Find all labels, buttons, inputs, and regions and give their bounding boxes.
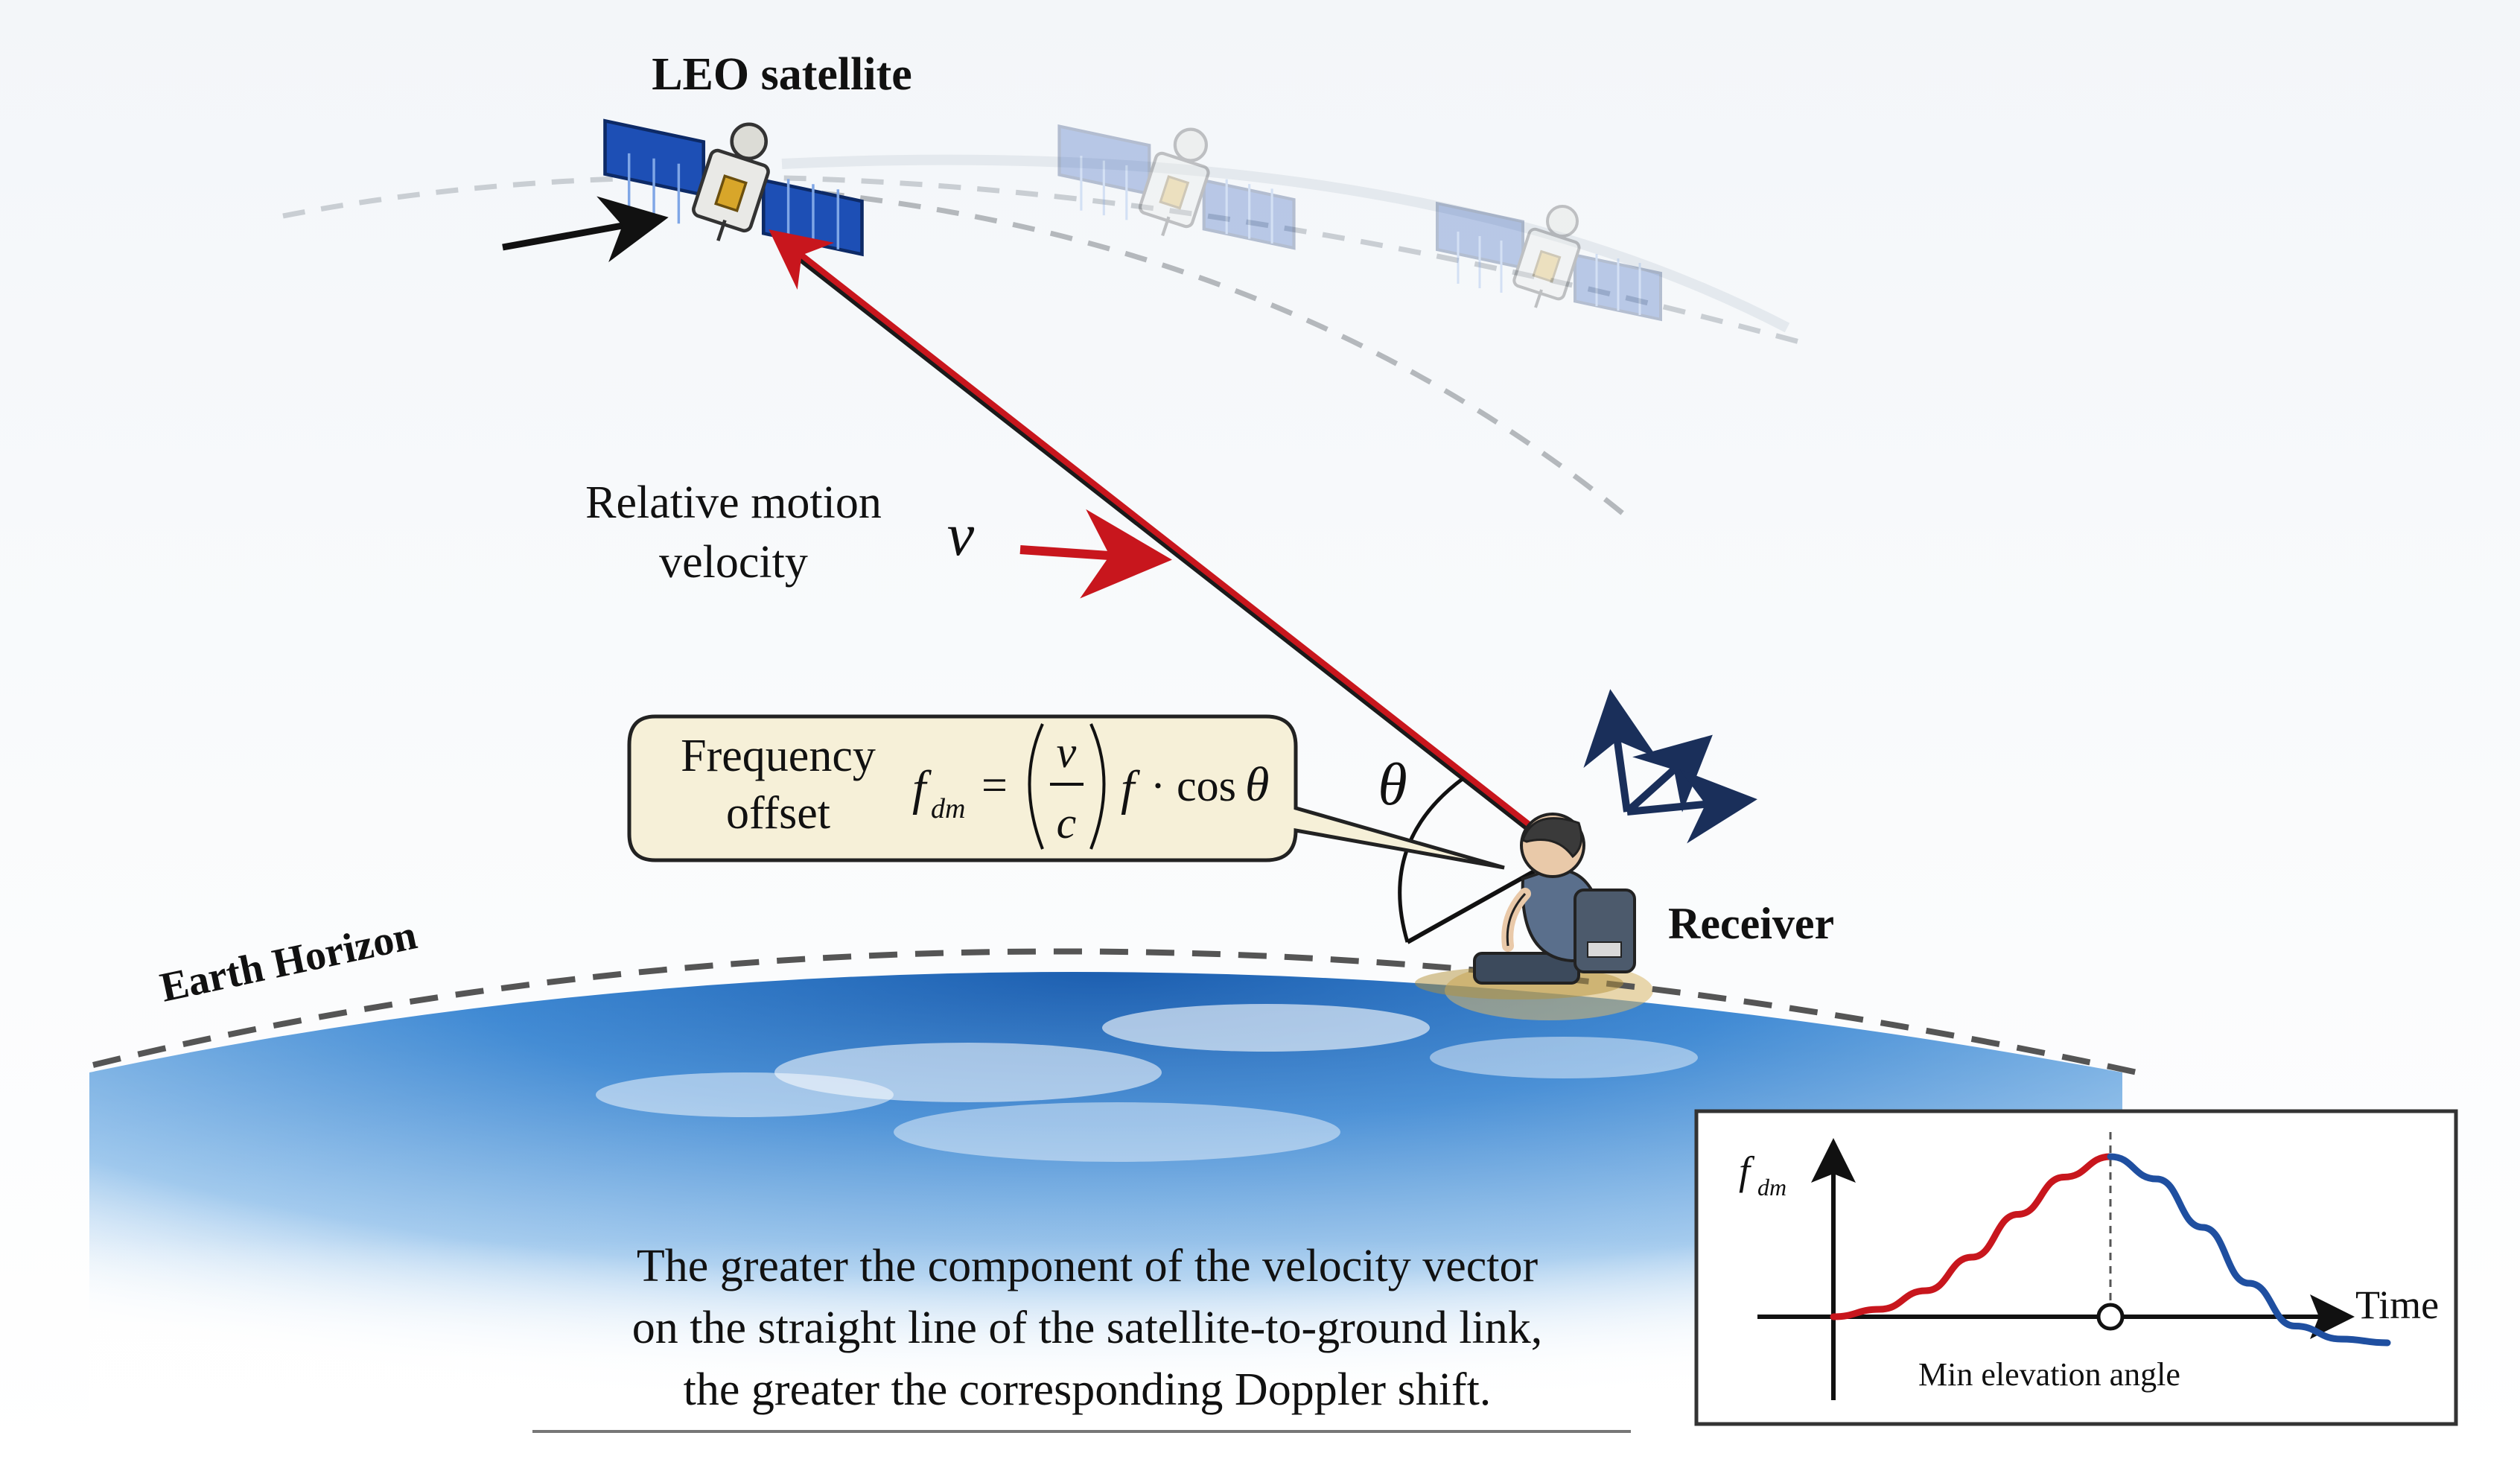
- relative-motion-label-line1: Relative motion: [585, 477, 882, 528]
- formula-equals: =: [981, 760, 1008, 811]
- orbit-arc-inner: [744, 183, 1626, 516]
- caption-line1: The greater the component of the velocit…: [637, 1241, 1539, 1291]
- velocity-arrow: [1019, 509, 1172, 599]
- frequency-offset-label-line2: offset: [726, 788, 830, 839]
- satellite-motion-arrow: [502, 196, 669, 263]
- velocity-symbol: v: [947, 500, 975, 568]
- formula-numerator: v: [1057, 728, 1077, 777]
- chart-x-label: Time: [2355, 1282, 2439, 1327]
- doppler-formula: f dm = v c f · cos θ: [912, 723, 1269, 850]
- relative-motion-label-line2: velocity: [659, 537, 808, 588]
- chart-series-layer: [1830, 1153, 2391, 1347]
- formula-theta: θ: [1245, 757, 1269, 812]
- theta-label: θ: [1378, 752, 1407, 818]
- formula-dot-cos: · cos: [1151, 761, 1236, 810]
- 3d-axes-icon: [1583, 689, 1757, 844]
- earth: [89, 961, 2122, 1459]
- earth-horizon-line: [92, 948, 2138, 1075]
- chart-y-label-sub: dm: [1757, 1174, 1786, 1201]
- formula-right-paren: [1089, 723, 1106, 850]
- formula-left-paren: [1028, 723, 1044, 850]
- formula-denominator: c: [1057, 798, 1077, 848]
- satellite-label: LEO satellite: [652, 49, 912, 100]
- chart-series-2-line: [2107, 1153, 2391, 1347]
- frequency-offset-label-line1: Frequency: [681, 731, 876, 781]
- chart-annotation: Min elevation angle: [1918, 1356, 2180, 1393]
- caption-line3: the greater the corresponding Doppler sh…: [684, 1364, 1492, 1415]
- chart-series-1-line: [1830, 1153, 2114, 1320]
- person-with-antenna-icon: [1415, 813, 1636, 999]
- receiver-label: Receiver: [1668, 899, 1834, 948]
- formula-subscript: dm: [931, 793, 965, 824]
- min-elevation-marker: [2096, 1303, 2125, 1331]
- doppler-curve-chart: f dm Time Min elevation angle: [1694, 1109, 2458, 1426]
- elevation-baseline: [1406, 869, 1536, 944]
- caption-line2: on the straight line of the satellite-to…: [632, 1303, 1543, 1353]
- frequency-offset-bubble: Frequency offset f dm = v c f · cos θ: [627, 714, 1505, 870]
- orbit-glow: [781, 154, 1790, 333]
